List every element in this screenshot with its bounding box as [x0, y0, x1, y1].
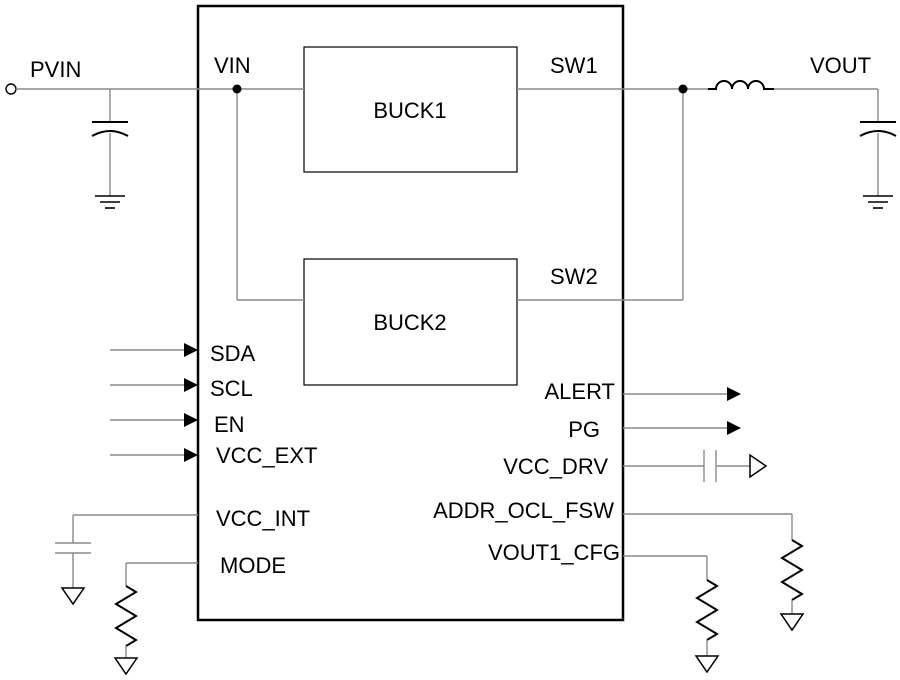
buck2-block: BUCK2	[303, 258, 518, 386]
pvin-terminal-icon	[5, 83, 17, 95]
vcc-int-pin-label: VCC_INT	[216, 506, 310, 531]
en-pin-label: EN	[214, 412, 245, 437]
vin-junction-dot	[232, 84, 242, 94]
arrow-right-icon	[184, 448, 198, 462]
ground-icon	[749, 453, 768, 479]
input-capacitor-icon	[91, 89, 129, 196]
mode-pin-label: MODE	[220, 553, 286, 578]
alert-signal	[623, 387, 741, 401]
scl-signal	[110, 378, 198, 392]
arrow-right-icon	[727, 387, 741, 401]
pvin-net	[5, 83, 304, 301]
en-signal	[110, 413, 198, 427]
sw1-pin-label: SW1	[550, 53, 598, 78]
sw2-pin-label: SW2	[550, 264, 598, 289]
arrow-right-icon	[184, 343, 198, 357]
arrow-right-icon	[727, 421, 741, 435]
arrow-right-icon	[184, 378, 198, 392]
addr-resistor-icon	[623, 513, 804, 614]
sda-signal	[110, 343, 198, 357]
vout-label: VOUT	[810, 53, 871, 78]
inductor-icon	[708, 80, 774, 90]
vin-pin-label: VIN	[214, 53, 251, 78]
vcc-drv-pin-label: VCC_DRV	[503, 454, 608, 479]
mode-resistor-icon	[114, 562, 198, 658]
ground-icon	[779, 613, 805, 632]
ground-icon	[60, 587, 86, 606]
ground-icon	[694, 655, 720, 674]
pvin-label: PVIN	[30, 57, 81, 82]
ground-icon	[95, 195, 125, 209]
arrow-right-icon	[184, 413, 198, 427]
vcc-int-capacitor-icon	[55, 514, 198, 588]
vout1-cfg-resistor-icon	[623, 555, 719, 656]
ground-icon	[113, 657, 139, 676]
buck1-block: BUCK1	[303, 46, 518, 173]
ground-icon	[863, 195, 893, 209]
switch-node-net	[517, 84, 708, 301]
vout1-cfg-pin-label: VOUT1_CFG	[488, 540, 620, 565]
alert-pin-label: ALERT	[544, 379, 615, 404]
output-capacitor-icon	[859, 89, 897, 196]
sda-pin-label: SDA	[210, 341, 256, 366]
vcc-ext-signal	[110, 448, 198, 462]
buck2-label: BUCK2	[373, 310, 446, 335]
scl-pin-label: SCL	[210, 376, 253, 401]
vcc-ext-pin-label: VCC_EXT	[216, 443, 317, 468]
pg-signal	[623, 421, 741, 435]
pg-pin-label: PG	[568, 417, 600, 442]
addr-ocl-fsw-pin-label: ADDR_OCL_FSW	[433, 498, 614, 523]
chip-outline	[196, 4, 625, 622]
sw-junction-dot	[678, 84, 688, 94]
vcc-drv-capacitor-icon	[623, 450, 750, 482]
buck1-label: BUCK1	[373, 98, 446, 123]
